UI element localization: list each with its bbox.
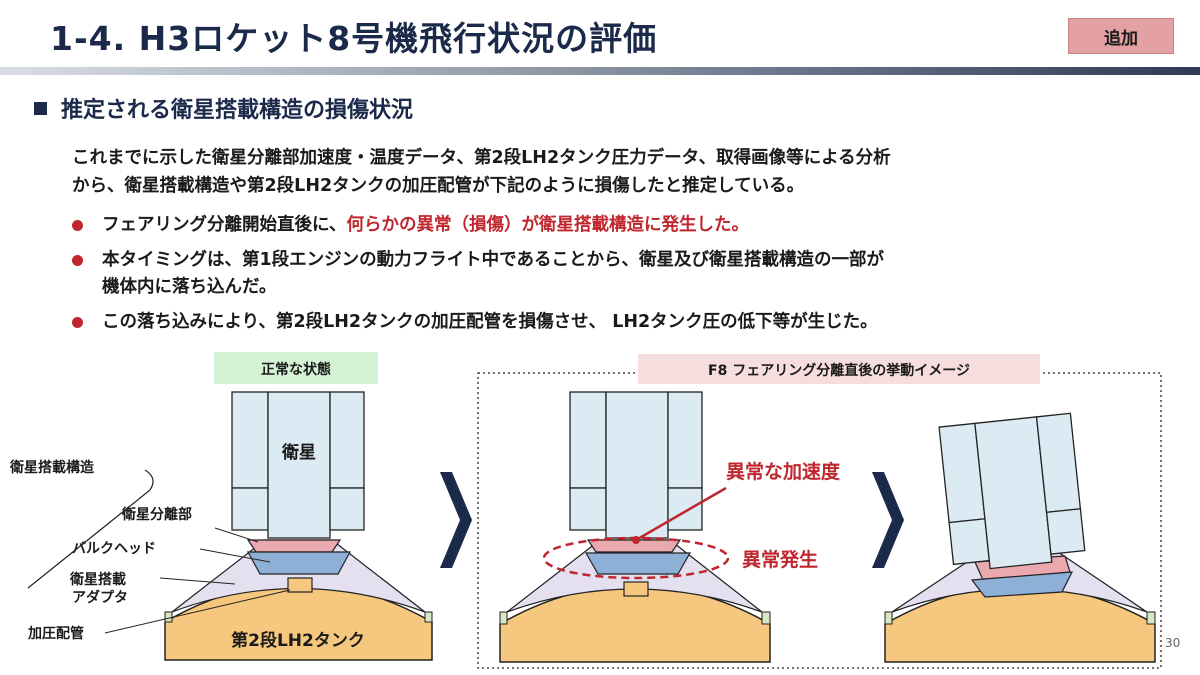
bullet-dot-icon xyxy=(72,317,83,328)
accel-point xyxy=(632,536,640,544)
tank-rim-f8-b-right xyxy=(1146,611,1156,625)
tank-rim-f8-b-left xyxy=(884,611,893,625)
satellite-f8-a-panel-left xyxy=(569,391,607,489)
structure-diagram: 正常な状態 衛星 第2段LH2タンク 衛星搭載構造 衛星分離部 バルクヘッド 衛… xyxy=(9,352,1162,669)
intro-line-2: から、衛星搭載構造や第2段LH2タンクの加圧配管が下記のように損傷したと推定して… xyxy=(72,176,805,196)
tank-rim-left xyxy=(164,611,173,623)
adapter-label-line2: アダプタ xyxy=(72,589,128,606)
bulkhead-f8-a xyxy=(584,552,692,575)
bulkhead xyxy=(246,551,352,575)
section-heading: 推定される衛星搭載構造の損傷状況 xyxy=(34,92,413,124)
bullet-list: フェアリング分離開始直後に、何らかの異常（損傷）が衛星搭載構造に発生した。 本タ… xyxy=(72,212,1172,344)
satellite-panel-right xyxy=(329,391,365,489)
tilted-satellite xyxy=(938,412,1086,570)
title-divider xyxy=(0,67,1200,75)
separation-label: 衛星分離部 xyxy=(121,506,192,523)
tank-rim-f8-a-right xyxy=(761,611,771,625)
intro-line-1: これまでに示した衛星分離部加速度・温度データ、第2段LH2タンク圧力データ、取得… xyxy=(72,148,891,168)
bulkhead-leader xyxy=(199,548,271,563)
satellite-panel-left xyxy=(231,391,269,489)
satellite-panel-left-lower xyxy=(231,487,269,531)
bullet-1-prefix: フェアリング分離開始直後に、 xyxy=(102,215,347,235)
bulkhead-label: バルクヘッド xyxy=(72,541,156,557)
f8-label: F8 フェアリング分離直後の挙動イメージ xyxy=(708,362,970,379)
normal-label-box xyxy=(214,352,378,384)
satellite-f8-a-panel-right xyxy=(667,391,703,489)
adapter-leader xyxy=(159,577,236,585)
separation-leader xyxy=(214,527,259,543)
satellite-f8-b-panel-left-lower xyxy=(948,518,991,566)
bullet-2-line-2: 機体内に落ち込んだ。 xyxy=(102,277,277,297)
bullet-item: 本タイミングは、第1段エンジンの動力フライト中であることから、衛星及び衛星搭載構… xyxy=(72,247,1172,301)
square-bullet-icon xyxy=(34,101,47,115)
page-number: 30 xyxy=(1165,636,1181,650)
bullet-dot-icon xyxy=(72,255,83,266)
tank-rim-f8-a-left xyxy=(499,611,508,625)
satellite-f8-a-body xyxy=(605,391,669,539)
chevron-right-icon xyxy=(440,472,472,568)
satellite-mount-label: 衛星搭載構造 xyxy=(9,459,94,476)
bullet-item: この落ち込みにより、第2段LH2タンクの加圧配管を損傷させ、 LH2タンク圧の低… xyxy=(72,309,1172,336)
satellite-f8-a-panel-left-lower xyxy=(569,487,607,531)
pressure-pipe xyxy=(287,577,313,593)
bullet-dot-icon xyxy=(72,220,83,231)
satellite-f8-b-panel-right-lower xyxy=(1045,508,1086,555)
satellite-panel-right-lower xyxy=(329,487,365,531)
pipe-leader xyxy=(104,589,291,634)
separation-part xyxy=(246,539,342,553)
bullet-3-text: この落ち込みにより、第2段LH2タンクの加圧配管を損傷させ、 LH2タンク圧の低… xyxy=(102,312,878,332)
anomaly-label: 異常発生 xyxy=(742,548,818,571)
pressure-pipe-label: 加圧配管 xyxy=(27,625,84,642)
section-heading-text: 推定される衛星搭載構造の損傷状況 xyxy=(61,98,414,123)
accel-leader xyxy=(635,486,727,542)
chevron-right-icon xyxy=(872,472,904,568)
separation-f8-a xyxy=(586,539,682,553)
adapter-label-line1: 衛星搭載 xyxy=(69,571,126,588)
abnormal-accel-label: 異常な加速度 xyxy=(726,460,841,483)
page-title: 1-4. H3ロケット8号機飛行状況の評価 xyxy=(50,19,658,58)
brace-line xyxy=(27,489,151,589)
f8-label-box xyxy=(638,354,1040,384)
tank-label: 第2段LH2タンク xyxy=(231,630,365,651)
satellite-label: 衛星 xyxy=(281,442,316,463)
bullet-item: フェアリング分離開始直後に、何らかの異常（損傷）が衛星搭載構造に発生した。 xyxy=(72,212,1172,239)
bullet-1-highlight: 何らかの異常（損傷）が衛星搭載構造に発生した。 xyxy=(346,215,749,235)
satellite-f8-a-panel-right-lower xyxy=(667,487,703,531)
satellite-body xyxy=(267,391,331,539)
intro-paragraph: これまでに示した衛星分離部加速度・温度データ、第2段LH2タンク圧力データ、取得… xyxy=(72,144,1162,200)
normal-label: 正常な状態 xyxy=(261,361,331,378)
brace-upper xyxy=(144,469,154,491)
pressure-pipe-f8-a xyxy=(623,581,649,597)
bulkhead-f8-b xyxy=(970,571,1074,598)
bullet-2-line-1: 本タイミングは、第1段エンジンの動力フライト中であることから、衛星及び衛星搭載構… xyxy=(102,250,884,270)
tank-rim-right xyxy=(424,611,433,623)
status-badge: 追加 xyxy=(1068,18,1174,54)
